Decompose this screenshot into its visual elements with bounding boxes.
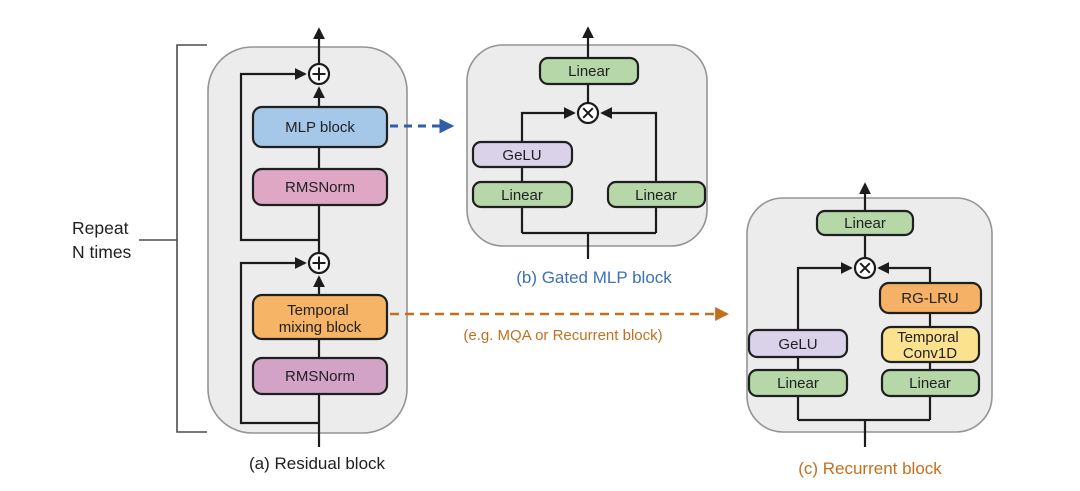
gated-mlp-block: Linear GeLU Linear Linear (b) Gated MLP … [466, 26, 708, 287]
rmsnorm-bottom-label: RMSNorm [285, 368, 355, 385]
repeat-annotation: Repeat N times [72, 44, 207, 433]
residual-skip-bottom [239, 257, 319, 425]
rmsnorm-top-label: RMSNorm [285, 179, 355, 196]
gated-mlp-caption: (b) Gated MLP block [516, 268, 672, 287]
multiply-operator-gated-icon [576, 101, 600, 125]
recurrent-left-branch-into-multiply [796, 262, 853, 330]
gated-linear-left-label: Linear [501, 187, 543, 204]
recurrent-linear-right-label: Linear [909, 375, 951, 392]
multiply-operator-recurrent-icon [853, 256, 877, 280]
recurrent-linear-right-box [880, 368, 981, 398]
recurrent-block-caption: (c) Recurrent block [798, 459, 942, 478]
recurrent-right-branch-into-multiply [877, 262, 932, 283]
residual-block: MLP block RMSNorm Temporal mixing block … [207, 27, 408, 473]
recurrent-linear-left-box [747, 368, 849, 398]
recurrent-linear-left-label: Linear [777, 375, 819, 392]
gated-wires [520, 84, 658, 259]
residual-block-caption: (a) Residual block [249, 454, 386, 473]
rg-lru-label: RG-LRU [901, 290, 959, 307]
temporal-mixing-box [251, 293, 389, 341]
gated-linear-out-box [538, 56, 640, 86]
rg-lru-box [878, 281, 983, 315]
gated-gelu-box [471, 140, 574, 169]
recurrent-linear-out-box [815, 209, 915, 237]
gated-right-branch-into-multiply [600, 107, 658, 182]
rmsnorm-bottom-box [251, 356, 389, 396]
temporal-conv-label: Temporal Conv1D [897, 329, 963, 362]
add-operator-bottom-icon [307, 251, 331, 275]
gated-linear-left-box [471, 180, 574, 209]
residual-skip-top [239, 68, 319, 242]
mlp-block-label: MLP block [285, 119, 355, 136]
gated-left-branch-into-multiply [520, 107, 576, 142]
gated-gelu-label: GeLU [502, 147, 541, 164]
temporal-mixing-label: Temporal mixing block [279, 302, 362, 336]
recurrent-linear-out-label: Linear [844, 215, 886, 232]
gated-linear-out-label: Linear [568, 63, 610, 80]
repeat-bracket [176, 44, 207, 433]
add-operator-top-icon [307, 62, 331, 86]
recurrent-wires [796, 235, 932, 447]
recurrent-gelu-label: GeLU [778, 336, 817, 353]
repeat-label: Repeat N times [72, 218, 133, 262]
rmsnorm-top-box [251, 167, 389, 207]
temporal-conv-box [880, 325, 981, 364]
gated-linear-right-box [606, 180, 707, 209]
mlp-block-box [251, 105, 389, 149]
recurrent-block: Linear RG-LRU Temporal Conv1D Linear GeL… [746, 182, 993, 478]
recurrent-gelu-box [747, 328, 849, 359]
temporal-note-label: (e.g. MQA or Recurrent block) [463, 327, 662, 344]
gated-linear-right-label: Linear [635, 187, 677, 204]
